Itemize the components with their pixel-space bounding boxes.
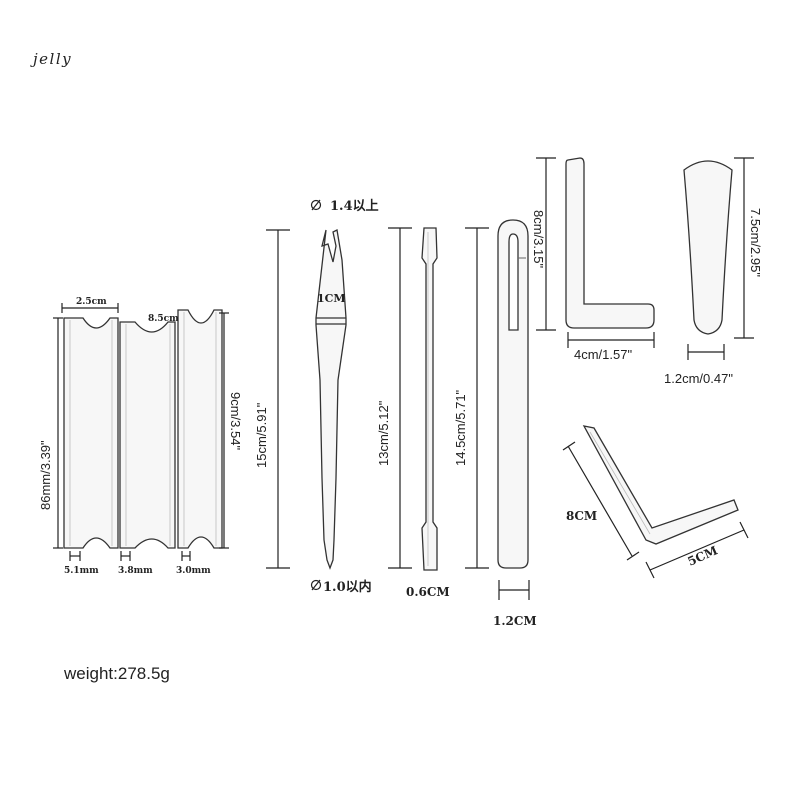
block-dimensions	[53, 303, 229, 561]
block-height-right-label: 9cm/3.54"	[228, 392, 243, 450]
hook-tool	[315, 229, 347, 570]
weight-label: weight:278.5g	[64, 664, 170, 683]
l-tool-height-label: 8cm/3.15"	[531, 210, 546, 268]
brand-label: jelly	[33, 50, 73, 68]
slotted-bar-width-label: 1.2CM	[493, 614, 537, 628]
strip-dimensions	[388, 227, 412, 569]
hook-dimensions	[266, 199, 322, 591]
hook-tip-top-label: 1.4以上	[330, 199, 379, 214]
l-tool-width-label: 4cm/1.57"	[574, 347, 632, 362]
slotted-bar-tool	[497, 219, 529, 569]
groove-2-label: 3.8mm	[118, 566, 153, 576]
block-width-label: 2.5cm	[76, 297, 107, 307]
angle-tool-dimensions	[562, 441, 749, 579]
spatula-dimensions	[687, 157, 754, 360]
spatula-length-label: 7.5cm/2.95"	[748, 208, 763, 277]
block-3	[177, 309, 223, 549]
l-tool-dimensions	[536, 157, 655, 348]
angle-tool	[582, 425, 739, 545]
strip-thickness-label: 0.6CM	[406, 585, 450, 599]
angle-tool-side-a-label: 8CM	[566, 509, 597, 523]
block-width-small-label: 8.5cm	[148, 314, 179, 324]
hook-length-label: 15cm/5.91"	[254, 402, 269, 468]
l-tool	[565, 157, 655, 329]
spatula-width-label: 1.2cm/0.47"	[664, 371, 733, 386]
groove-1-label: 5.1mm	[64, 566, 99, 576]
block-height-left-label: 86mm/3.39"	[38, 440, 53, 510]
strip-length-label: 13cm/5.12"	[376, 400, 391, 466]
spatula-tool	[683, 160, 733, 335]
hook-tip-bottom-label: 1.0以内	[323, 579, 372, 595]
groove-3-label: 3.0mm	[176, 566, 211, 576]
grooved-blocks	[63, 309, 223, 549]
block-1	[63, 317, 119, 549]
slotted-bar-length-label: 14.5cm/5.71"	[453, 389, 468, 466]
block-2	[119, 321, 176, 549]
strip-tool	[421, 227, 438, 571]
hook-width-label: 1CM	[317, 292, 346, 305]
slotted-bar-dimensions	[465, 227, 530, 600]
